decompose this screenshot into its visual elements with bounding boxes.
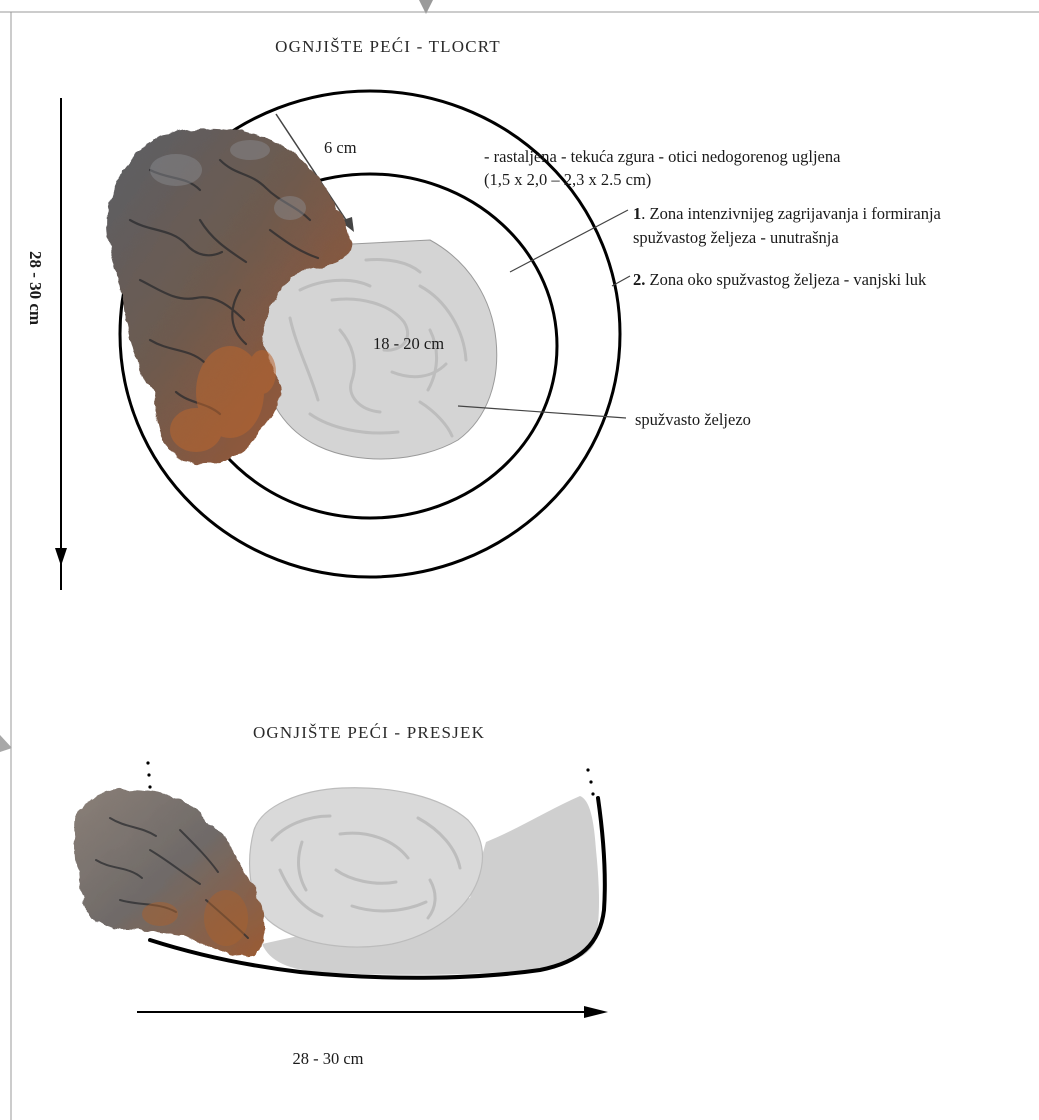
zone1-number: 1 (633, 204, 641, 223)
zone2-label: 2. Zona oko spužvastog željeza - vanjski… (633, 270, 927, 289)
slag-note-line1: - rastaljena - tekuća zgura - otici nedo… (484, 147, 841, 166)
zone1-label-line2: spužvastog željeza - unutrašnja (633, 228, 839, 247)
slag-image-plan (107, 128, 352, 465)
slag-note-line2: (1,5 x 2,0 – 2,3 x 2.5 cm) (484, 170, 651, 189)
wall-dots-left (146, 761, 152, 789)
bloom-leader (457, 405, 627, 419)
zone1-text: . Zona intenzivnijeg zagrijavanja i form… (641, 204, 941, 223)
plan-title: OGNJIŠTE PEĆI - TLOCRT (275, 37, 501, 56)
section-title: OGNJIŠTE PEĆI - PRESJEK (253, 723, 485, 742)
slag-image-section (74, 788, 265, 956)
zone2-text: Zona oko spužvastog željeza - vanjski lu… (645, 270, 927, 289)
ring-width-arrow: 6 cm (275, 113, 357, 232)
bloom-texture (288, 258, 468, 438)
horizontal-dimension: 28 - 30 cm (137, 1006, 608, 1068)
wall-dots-right (586, 768, 595, 796)
section-view: OGNJIŠTE PEĆI - PRESJEK (74, 723, 608, 1068)
arrow-right-icon (584, 1006, 608, 1018)
vertical-dimension-label: 28 - 30 cm (26, 251, 45, 325)
arrow-down-icon (55, 548, 67, 566)
frame-marker-top-icon (419, 0, 433, 14)
ring-width-label: 6 cm (324, 138, 357, 157)
sponge-iron-bloom (254, 239, 498, 460)
outer-zone-ring (118, 89, 622, 579)
hearth-bottom-line (148, 796, 607, 980)
core-dimension-label: 18 - 20 cm (373, 334, 444, 353)
plan-view: OGNJIŠTE PEĆI - TLOCRT 28 - 30 cm 6 cm (26, 37, 942, 590)
zone1-label-line1: 1. Zona intenzivnijeg zagrijavanja i for… (633, 204, 942, 223)
sponge-iron-bloom-section (249, 787, 484, 948)
frame-marker-left-icon (0, 735, 12, 752)
bloom-label: spužvasto željezo (635, 410, 751, 429)
zone2-leader (611, 275, 631, 287)
arrow-icon (340, 217, 354, 232)
zone1-leader (509, 209, 629, 273)
vertical-dimension: 28 - 30 cm (26, 98, 67, 590)
zone2-number: 2. (633, 270, 645, 289)
horizontal-dimension-label: 28 - 30 cm (292, 1049, 363, 1068)
